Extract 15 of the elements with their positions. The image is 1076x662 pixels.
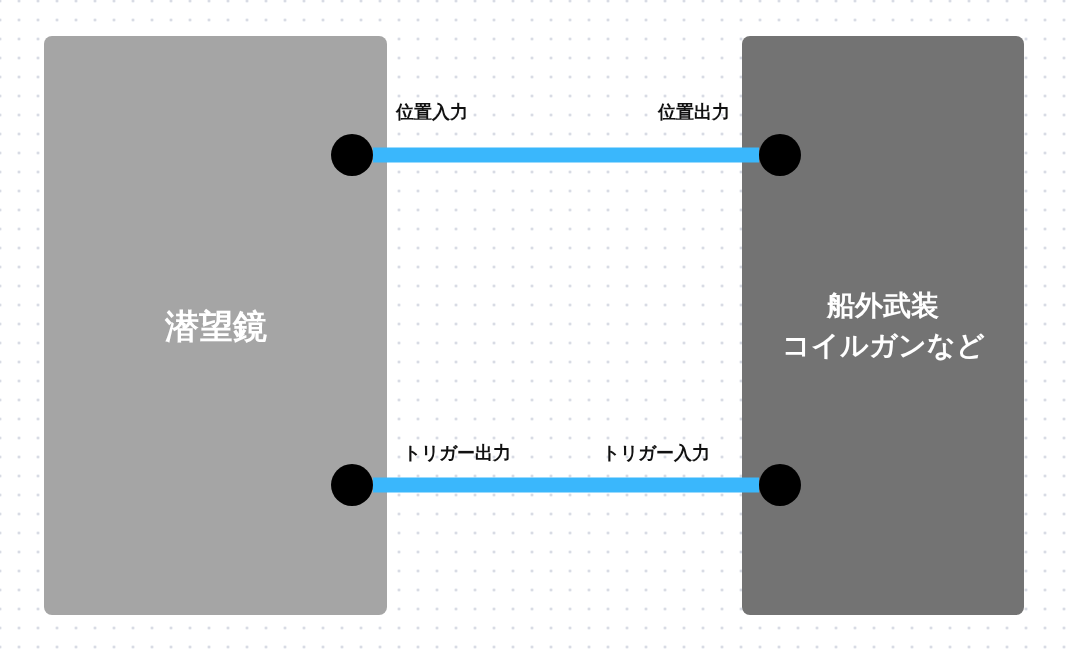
port-circle	[759, 464, 801, 506]
connector-line	[373, 477, 759, 493]
connector-line	[373, 147, 759, 163]
port-circle	[331, 464, 373, 506]
port-label: トリガー入力	[602, 442, 710, 464]
process-box	[44, 36, 387, 615]
box-label: 潜望鏡	[164, 304, 267, 348]
port-circle	[759, 134, 801, 176]
port-label: 位置入力	[396, 101, 468, 123]
port-label: トリガー出力	[403, 442, 511, 464]
box-label: 船外武装	[827, 287, 939, 324]
box-label: コイルガンなど	[781, 327, 985, 364]
port-label: 位置出力	[658, 101, 730, 123]
port-circle	[331, 134, 373, 176]
process-box	[742, 36, 1024, 615]
